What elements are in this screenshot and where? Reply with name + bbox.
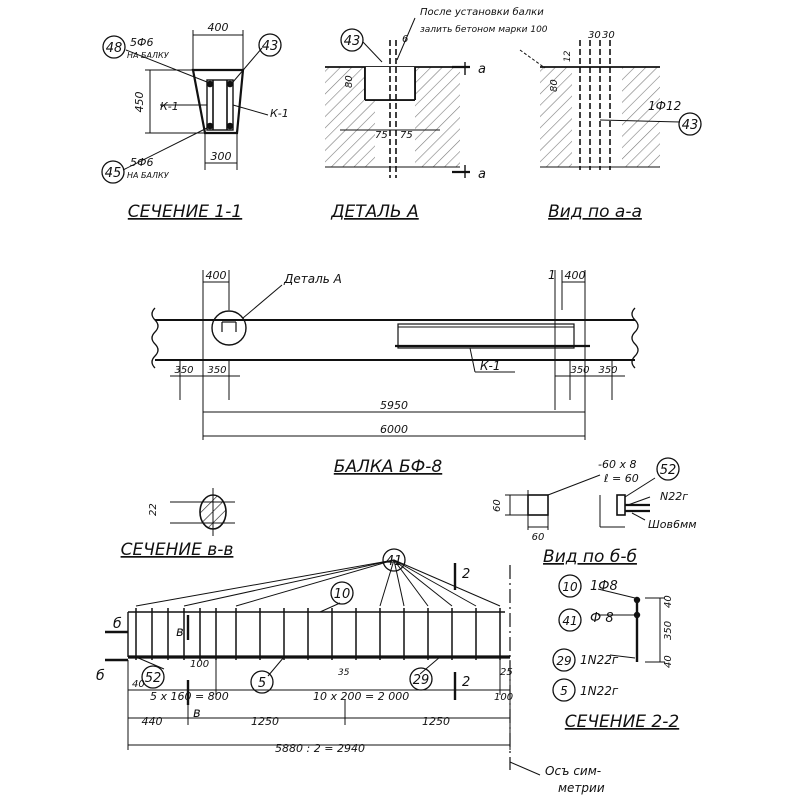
title-view-aa: Вид по а-а: [548, 202, 642, 222]
beam-detail-label: Деталь А: [283, 272, 342, 286]
s22-dim-40b: 40: [663, 655, 674, 668]
title-detail-a: ДЕТАЛЬ А: [330, 202, 419, 222]
section-vv-dim-22: 22: [148, 503, 159, 516]
title-beam-bf8: БАЛКА БФ-8: [334, 457, 443, 477]
rebar-top-note: НА БАЛКУ: [127, 51, 170, 60]
callout-48: 48: [106, 41, 123, 56]
beam-dim-350-3: 350: [570, 365, 589, 376]
cage-k1-drawing: [105, 548, 541, 776]
view-aa-dim-80: 80: [549, 79, 560, 92]
detail-a-dim-75a: 75: [375, 130, 388, 141]
cage-callout-29: 29: [413, 673, 430, 688]
beam-dim-5950: 5950: [380, 399, 408, 412]
cage-mark-v-top: в: [176, 625, 184, 640]
cage-dim-1250b: 1250: [422, 715, 450, 728]
s22-callout-41: 41: [562, 614, 577, 628]
view-aa-dim-30b: 30: [602, 30, 615, 41]
axis-note-line1: Осъ сим-: [545, 764, 601, 778]
cage-mark-2-bottom: 2: [462, 675, 470, 690]
view-bb-profile: N22г: [660, 490, 688, 503]
s22-bar-10: 1Ф8: [590, 579, 618, 594]
s22-bar-5: 1N22г: [580, 684, 619, 698]
cage-mark-2-top: 2: [462, 567, 470, 582]
beam-dim-350-4: 350: [598, 365, 617, 376]
cage-callout-41: 41: [386, 554, 403, 569]
title-view-bb: Вид по б-б: [543, 547, 637, 567]
cage-dim-1250a: 1250: [251, 715, 279, 728]
cage-k1-right: К-1: [270, 107, 289, 120]
cage-k1-left: К-1: [160, 100, 179, 113]
cage-dim-total: 5880 : 2 = 2940: [275, 742, 365, 755]
rebar-bottom-note: НА БАЛКУ: [127, 171, 170, 180]
beam-dim-400-left: 400: [206, 269, 227, 282]
rebar-top: 5Ф6: [130, 36, 153, 49]
cage-dim-100a: 100: [190, 659, 209, 670]
s22-dim-40a: 40: [663, 595, 674, 608]
cage-callout-52: 52: [145, 671, 162, 686]
view-bb-plate-length: ℓ = 60: [603, 472, 639, 485]
title-section-2-2: СЕЧЕНИЕ 2-2: [565, 712, 679, 732]
cage-callout-10: 10: [334, 587, 351, 602]
detail-a-note-line1: После установки балки: [420, 6, 544, 18]
title-section-1-1: СЕЧЕНИЕ 1-1: [128, 202, 242, 222]
cage-mark-b-bottom: б: [96, 668, 105, 684]
dim-400: 400: [208, 21, 229, 34]
cage-callout-5: 5: [258, 676, 266, 691]
rebar-bottom: 5Ф6: [130, 156, 153, 169]
view-aa-dim-12: 12: [563, 50, 573, 62]
beam-elevation-drawing: [151, 270, 639, 440]
view-bb-plate: -60 х 8: [598, 458, 636, 471]
detail-a-note-line2: залить бетоном марки 100: [420, 25, 548, 35]
cage-dim-5x160: 5 х 160 = 800: [150, 690, 229, 703]
detail-a-dim-75b: 75: [400, 130, 413, 141]
s22-callout-29: 29: [556, 654, 571, 668]
section-mark-a-bottom: а: [478, 167, 486, 182]
s22-bar-41: Ф 8: [590, 611, 614, 626]
section-1-1-drawing: [101, 30, 282, 184]
detail-a-callout-43: 43: [344, 34, 361, 49]
cage-dim-35: 35: [338, 668, 350, 678]
view-aa-callout-43: 43: [682, 118, 699, 133]
view-aa-dim-30a: 30: [588, 30, 601, 41]
dim-300: 300: [211, 150, 232, 163]
s22-dim-350: 350: [663, 621, 674, 640]
beam-section-mark: 1: [548, 268, 556, 282]
cage-dim-440: 440: [142, 715, 163, 728]
view-bb-dim-60a: 60: [492, 499, 503, 512]
detail-a-dim-6: 6: [402, 34, 408, 45]
section-vv-drawing: [170, 488, 235, 536]
cage-dim-40: 40: [132, 679, 145, 690]
cage-dim-10x200: 10 х 200 = 2 000: [313, 690, 409, 703]
view-bb-callout-52: 52: [660, 463, 677, 478]
cage-mark-v-bottom: в: [193, 706, 201, 721]
beam-dim-350-1: 350: [174, 365, 193, 376]
view-aa-drawing: [540, 40, 702, 170]
view-bb-dim-60b: 60: [532, 532, 545, 543]
detail-a-dim-80: 80: [344, 75, 355, 88]
callout-45: 45: [105, 166, 122, 181]
beam-dim-350-2: 350: [207, 365, 226, 376]
cage-dim-100b: 100: [494, 692, 513, 703]
view-bb-weld: Шов6мм: [648, 518, 697, 531]
view-aa-bar: 1Ф12: [648, 99, 681, 113]
beam-dim-6000: 6000: [380, 423, 408, 436]
axis-note-line2: метрии: [558, 781, 605, 795]
beam-dim-400-right: 400: [565, 269, 586, 282]
view-bb-drawing: [505, 457, 680, 530]
detail-a-drawing: [325, 17, 546, 178]
callout-43: 43: [262, 39, 279, 54]
dim-450: 450: [133, 92, 146, 113]
s22-callout-10: 10: [562, 580, 578, 594]
beam-cage-label: К-1: [480, 359, 500, 373]
title-section-vv: СЕЧЕНИЕ в-в: [121, 540, 234, 560]
section-2-2-drawing: [552, 574, 665, 702]
cage-dim-25: 25: [500, 667, 513, 678]
section-mark-a-top: а: [478, 62, 486, 77]
s22-callout-5: 5: [560, 684, 568, 698]
cage-mark-b-top: б: [113, 616, 122, 632]
s22-bar-29: 1N22г: [580, 653, 619, 667]
